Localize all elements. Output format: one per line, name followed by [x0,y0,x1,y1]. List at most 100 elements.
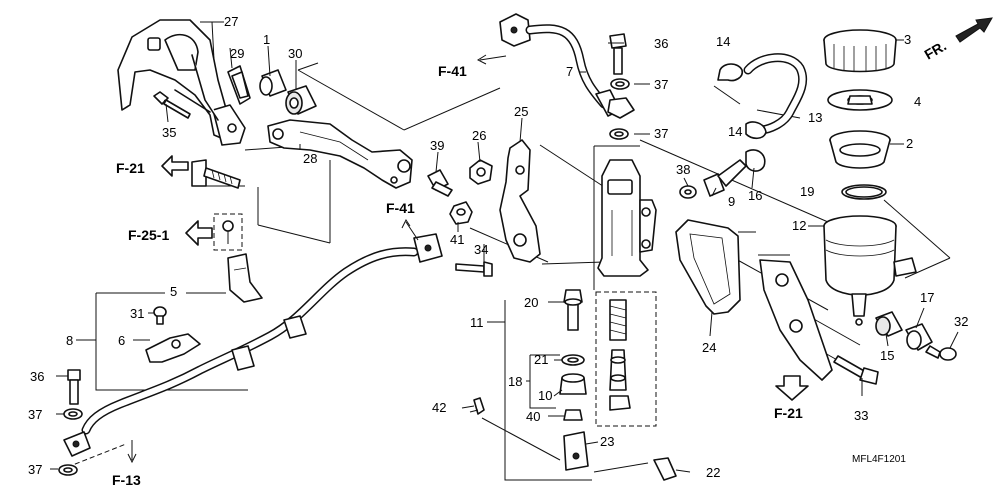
callout-29: 29 [230,46,244,61]
end-cap [609,395,631,411]
drawing-code: MFL4F1201 [852,454,906,465]
brake-hose-8 [63,233,443,457]
reservoir-hose-13 [743,53,808,135]
callout-34: 34 [474,242,488,257]
leader-lines [59,62,951,481]
callout-12: 12 [792,218,806,233]
arrow-f21-right [775,375,809,401]
front-direction-arrow-icon [955,17,993,43]
callout-15: 15 [880,348,894,363]
front-direction-label: FR. [922,37,950,62]
callout-14-top: 14 [716,34,730,49]
callout-26: 26 [472,128,486,143]
callout-17: 17 [920,290,934,305]
bolt-f21 [191,159,241,189]
rubber-mount-29 [227,65,251,105]
o-ring-19 [841,184,887,200]
callout-36-left: 36 [30,369,44,384]
washer-37-mid [609,128,629,140]
bolt-34 [455,261,493,277]
washer-37-top [610,78,630,90]
callout-8: 8 [66,333,73,348]
callout-20: 20 [524,295,538,310]
bolt-36-top [609,33,627,75]
rubber-15 [875,311,903,337]
arrow-f13 [127,440,137,464]
heel-guard-arm-28 [267,119,413,189]
washer-21 [561,354,585,366]
callout-10: 10 [538,388,552,403]
callout-28: 28 [303,151,317,166]
ref-f13: F-13 [112,472,141,488]
push-rod-20 [563,289,583,331]
callout-37-top: 37 [654,77,668,92]
callout-24: 24 [702,340,716,355]
piston-cup [609,349,627,391]
callout-31: 31 [130,306,144,321]
boot-10 [559,373,587,395]
bolt-31 [153,306,167,325]
hose-clamp-5 [227,253,263,303]
clip-14-top [717,63,744,82]
washer-37-left-lower [58,464,78,476]
arrow-f21-left [161,155,189,177]
callout-14-bottom: 14 [728,124,742,139]
callout-30: 30 [288,46,302,61]
callout-9: 9 [728,194,735,209]
brake-pedal-bracket-25 [499,139,541,263]
nut-26 [469,159,493,185]
callout-13: 13 [808,110,822,125]
reservoir-tank-12 [823,215,917,326]
callout-5: 5 [170,284,177,299]
callout-37-left-lower: 37 [28,462,42,477]
callout-leaders [50,21,959,473]
callout-22: 22 [706,465,720,480]
callout-18: 18 [508,374,522,389]
callout-2: 2 [906,136,913,151]
cotter-pin-22 [653,457,677,481]
ref-f41-top: F-41 [438,63,467,79]
collar-1 [259,69,287,97]
joint-9 [703,159,747,197]
callout-32: 32 [954,314,968,329]
callout-36-top: 36 [654,36,668,51]
callout-4: 4 [914,94,921,109]
ref-f21-left: F-21 [116,160,145,176]
ref-f25-1: F-25-1 [128,227,169,243]
diaphragm-2 [829,130,891,169]
collar-17 [905,323,933,351]
reservoir-hose-7 [499,13,621,117]
pin-42 [469,397,485,415]
callout-42: 42 [432,400,446,415]
arrow-f41-top [476,54,507,65]
clip-f25-1 [213,213,243,251]
callout-35: 35 [162,125,176,140]
clip-16 [745,149,766,172]
bolt-33 [833,355,879,385]
callout-37-mid: 37 [654,126,668,141]
callout-37-left-upper: 37 [28,407,42,422]
arrow-f41-mid [401,219,419,241]
callout-25: 25 [514,104,528,119]
callout-38: 38 [676,162,690,177]
callout-39: 39 [430,138,444,153]
bolt-35 [153,91,191,119]
callout-3: 3 [904,32,911,47]
joint-23 [563,431,589,471]
nut-41 [449,201,473,225]
upper-mounting-bracket [117,19,246,146]
ref-f21-right: F-21 [774,405,803,421]
callout-33: 33 [854,408,868,423]
callout-27: 27 [224,14,238,29]
washer-38 [679,185,697,199]
nut-40 [563,409,583,421]
reservoir-cap-3 [823,29,897,73]
callout-1: 1 [263,32,270,47]
spring [609,299,627,341]
piston-group-box [595,291,657,427]
clip-14-bottom [745,121,767,140]
arrow-f25-1 [185,220,213,246]
callout-7: 7 [566,64,573,79]
callout-23: 23 [600,434,614,449]
